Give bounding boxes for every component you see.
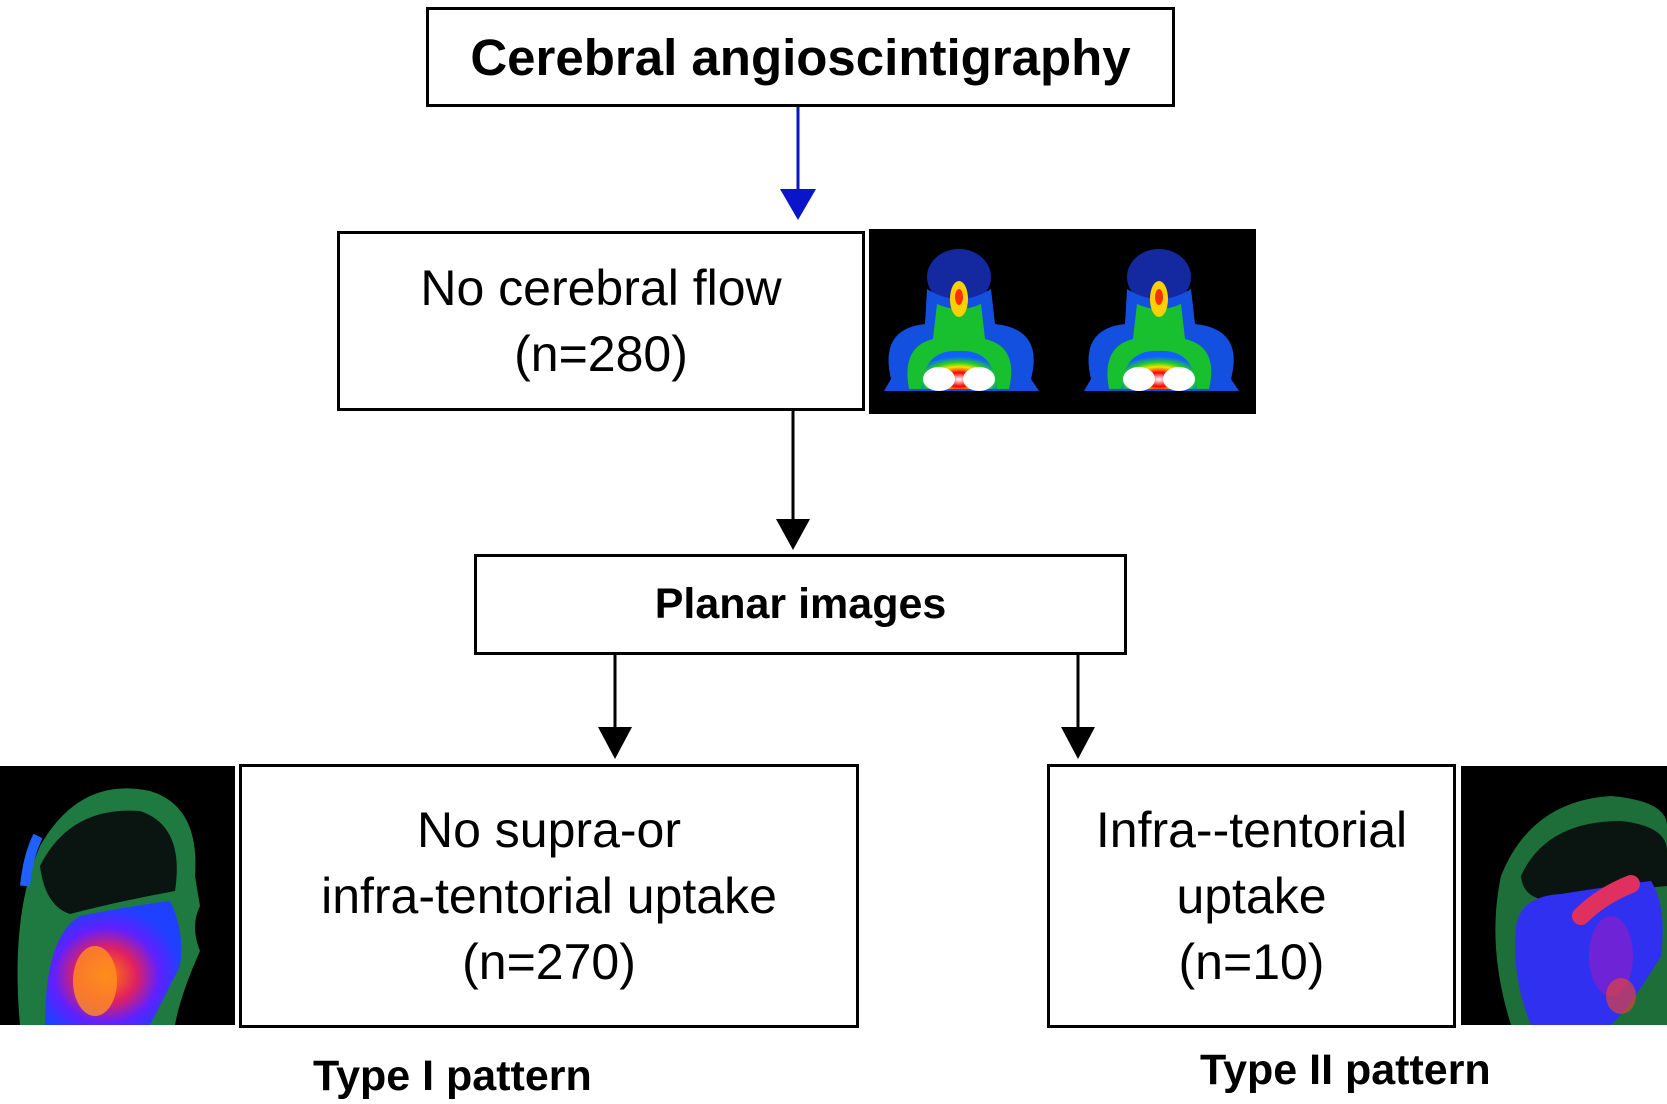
node-top-label: Cerebral angioscintigraphy	[470, 28, 1131, 86]
node-cerebral-angioscintigraphy: Cerebral angioscintigraphy	[426, 7, 1175, 107]
node-type1-line1: No supra-or	[417, 802, 681, 858]
node-type1-no-uptake: No supra-or infra-tentorial uptake (n=27…	[239, 764, 859, 1028]
node-type1-line3: (n=270)	[462, 934, 636, 990]
node-type2-infratentorial-uptake: Infra--tentorial uptake (n=10)	[1047, 764, 1456, 1028]
node-type2-line1: Infra--tentorial	[1095, 802, 1408, 858]
type2-scan-image	[1461, 766, 1667, 1025]
arrow-top-to-no-flow	[780, 107, 816, 220]
node-type2-line3: (n=10)	[1178, 934, 1325, 990]
caption-type2-pattern: Type II pattern	[1200, 1046, 1491, 1094]
frontal-scan-left	[884, 249, 1039, 391]
node-no-flow-line2: (n=280)	[514, 326, 688, 382]
node-planar-label: Planar images	[654, 580, 947, 628]
node-type1-line2: infra-tentorial uptake	[321, 868, 777, 924]
type1-scan-image	[0, 766, 235, 1025]
node-planar-images: Planar images	[474, 554, 1127, 655]
node-type2-line2: uptake	[1176, 868, 1327, 924]
caption-type1-pattern: Type I pattern	[313, 1052, 592, 1100]
node-no-cerebral-flow: No cerebral flow (n=280)	[337, 231, 865, 411]
frontal-scans-image	[869, 229, 1256, 414]
arrow-planar-to-type2	[1061, 655, 1095, 759]
frontal-scan-right	[1084, 249, 1239, 391]
arrow-planar-to-type1	[598, 655, 632, 759]
arrow-no-flow-to-planar	[776, 411, 810, 550]
node-no-flow-line1: No cerebral flow	[420, 260, 782, 316]
